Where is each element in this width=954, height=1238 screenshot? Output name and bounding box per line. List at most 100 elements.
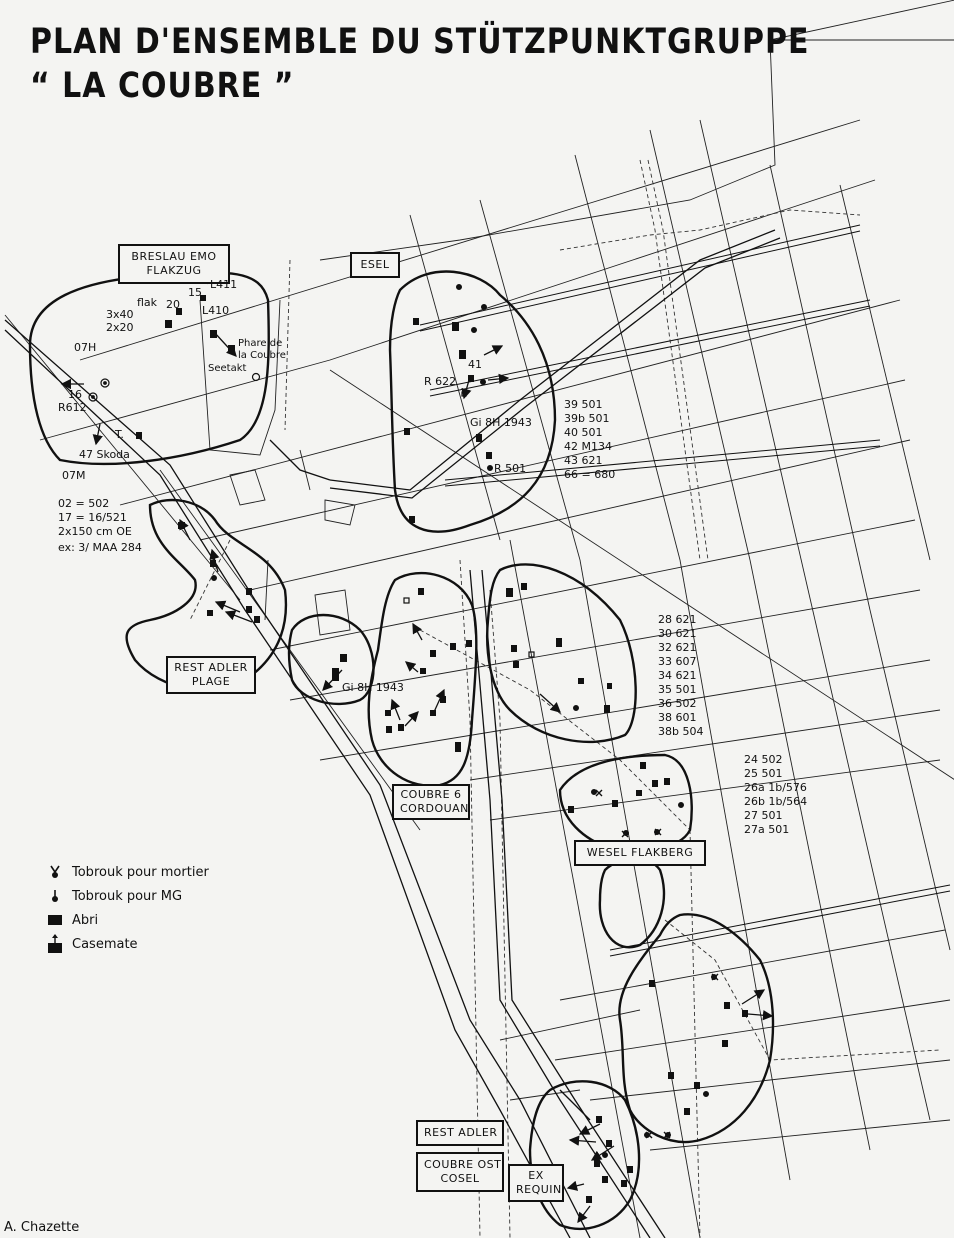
list-cordouan-2: 32 621 xyxy=(658,641,697,654)
parcel-lines xyxy=(4,0,954,1238)
box-wesel-flakberg: WESEL FLAKBERG xyxy=(574,840,706,866)
box-rest-adler-plage-line1: REST ADLER xyxy=(174,661,248,674)
label-07h: 07H xyxy=(74,341,97,354)
list-esel-3: 42 M134 xyxy=(564,440,612,453)
label-47-skoda: 47 Skoda xyxy=(79,448,130,461)
label-seetakt: Seetakt xyxy=(208,363,247,374)
list-cordouan: 28 621 30 621 32 621 33 607 34 621 35 50… xyxy=(658,613,703,739)
misc-symbols xyxy=(88,372,535,658)
list-cordouan-0: 28 621 xyxy=(658,613,697,626)
list-esel-4: 43 621 xyxy=(564,454,603,467)
box-rest-adler-plage-line2: PLAGE xyxy=(191,675,231,688)
label-l411: L411 xyxy=(210,278,238,291)
abri-markers xyxy=(136,295,748,1203)
perimeter-ex-requin xyxy=(528,1080,641,1230)
list-breslau: 02 = 502 17 = 16/521 2x150 cm OE ex: 3/ … xyxy=(58,497,142,555)
legend-label-mortier: Tobrouk pour mortier xyxy=(72,864,209,880)
tobrouk-mortier-icon xyxy=(44,865,66,879)
box-rest-adler-label: REST ADLER xyxy=(424,1126,498,1139)
label-flak: flak xyxy=(137,296,158,309)
label-phare-line1: Phare de xyxy=(238,338,283,349)
list-breslau-1: 17 = 16/521 xyxy=(58,511,127,524)
list-cordouan-3: 33 607 xyxy=(658,655,697,668)
label-r501: R 501 xyxy=(494,462,527,475)
box-rest-adler-plage: REST ADLER PLAGE xyxy=(166,656,256,694)
label-gi8h-esel: Gi 8H 1943 xyxy=(470,416,532,429)
legend-label-abri: Abri xyxy=(72,912,99,928)
box-ex-requin-line2: REQUIN xyxy=(516,1183,562,1196)
tobrouk-markers xyxy=(211,284,717,1158)
map-title-line1: PLAN D'ENSEMBLE DU STÜTZPUNKTGRUPPE xyxy=(30,22,810,63)
list-cordouan-1: 30 621 xyxy=(658,627,697,640)
abri-icon xyxy=(44,914,66,926)
label-l410: L410 xyxy=(202,304,230,317)
label-3x40: 3x40 xyxy=(106,308,134,321)
box-coubre-ost-line1: COUBRE OST xyxy=(424,1158,502,1171)
roads xyxy=(4,229,781,1238)
box-breslau-emo: BRESLAU EMO FLAKZUG xyxy=(118,244,230,284)
box-breslau-line2: FLAKZUG xyxy=(146,264,202,277)
dashed-tracks xyxy=(189,159,941,1238)
label-t: T. xyxy=(115,428,124,441)
list-cordouan-8: 38b 504 xyxy=(658,725,704,738)
casemate-icon xyxy=(44,934,66,954)
label-2x20: 2x20 xyxy=(106,321,134,334)
tobrouk-mg-icon xyxy=(44,889,66,903)
list-wesel-2: 26a 1b/576 xyxy=(744,781,807,794)
list-cordouan-6: 36 502 xyxy=(658,697,697,710)
list-breslau-2: 2x150 cm OE xyxy=(58,525,132,538)
mortier-markers xyxy=(595,789,719,1139)
perimeter-coubre-ost xyxy=(618,913,775,1144)
box-esel-label: ESEL xyxy=(360,258,390,271)
author-credit: A. Chazette xyxy=(4,1220,80,1235)
box-rest-adler: REST ADLER xyxy=(416,1120,504,1146)
label-r622: R 622 xyxy=(424,375,457,388)
list-esel-1: 39b 501 xyxy=(564,412,610,425)
box-esel: ESEL xyxy=(350,252,400,278)
list-breslau-0: 02 = 502 xyxy=(58,497,110,510)
box-coubre6-line2: CORDOUAN xyxy=(400,802,469,815)
label-41: 41 xyxy=(468,358,482,371)
label-16: 16 xyxy=(68,388,82,401)
box-breslau-line1: BRESLAU EMO xyxy=(131,250,217,263)
list-breslau-3: ex: 3/ MAA 284 xyxy=(58,541,142,554)
list-esel: 39 501 39b 501 40 501 42 M134 43 621 66 … xyxy=(564,398,615,482)
casemate-arrows xyxy=(60,270,774,1224)
legend-item-mg: Tobrouk pour MG xyxy=(44,884,209,908)
box-ex-requin: EX REQUIN xyxy=(508,1164,564,1202)
perimeter-plage-small xyxy=(287,613,375,706)
perimeter-coubre6 xyxy=(367,572,478,787)
list-wesel-0: 24 502 xyxy=(744,753,783,766)
label-phare-line2: la Coubre xyxy=(238,350,286,361)
label-20: 20 xyxy=(166,298,180,311)
box-wesel-label: WESEL FLAKBERG xyxy=(586,846,694,859)
list-wesel: 24 502 25 501 26a 1b/576 26b 1b/564 27 5… xyxy=(744,753,807,837)
perimeter-cordouan-east xyxy=(486,563,637,744)
box-coubre6-line1: COUBRE 6 xyxy=(400,788,462,801)
label-r612: R612 xyxy=(58,401,87,414)
label-gi8h-plage: Gi 8H 1943 xyxy=(342,681,404,694)
legend-item-abri: Abri xyxy=(44,908,209,932)
perimeter-wesel xyxy=(558,753,693,853)
list-wesel-3: 26b 1b/564 xyxy=(744,795,808,808)
box-ex-requin-line1: EX xyxy=(528,1169,544,1182)
strongpoint-perimeters xyxy=(28,270,775,1230)
box-coubre-ost-cosel: COUBRE OST COSEL xyxy=(416,1152,504,1192)
list-cordouan-5: 35 501 xyxy=(658,683,697,696)
legend-item-casemate: Casemate xyxy=(44,932,209,956)
list-esel-5: 66 = 680 xyxy=(564,468,616,481)
legend-label-mg: Tobrouk pour MG xyxy=(72,888,183,904)
list-cordouan-4: 34 621 xyxy=(658,669,697,682)
legend-item-mortier: Tobrouk pour mortier xyxy=(44,860,209,884)
list-wesel-1: 25 501 xyxy=(744,767,783,780)
perimeter-esel xyxy=(388,270,557,533)
label-15: 15 xyxy=(188,286,202,299)
box-coubre-ost-line2: COSEL xyxy=(440,1172,480,1185)
map-legend: Tobrouk pour mortier Tobrouk pour MG Abr… xyxy=(44,860,209,956)
legend-label-casemate: Casemate xyxy=(72,936,138,952)
perimeter-wesel-south xyxy=(598,857,666,949)
label-07m: 07M xyxy=(62,469,86,482)
map-title-line2: “ LA COUBRE ” xyxy=(30,66,295,107)
box-coubre6-cordouan: COUBRE 6 CORDOUAN xyxy=(392,784,470,820)
